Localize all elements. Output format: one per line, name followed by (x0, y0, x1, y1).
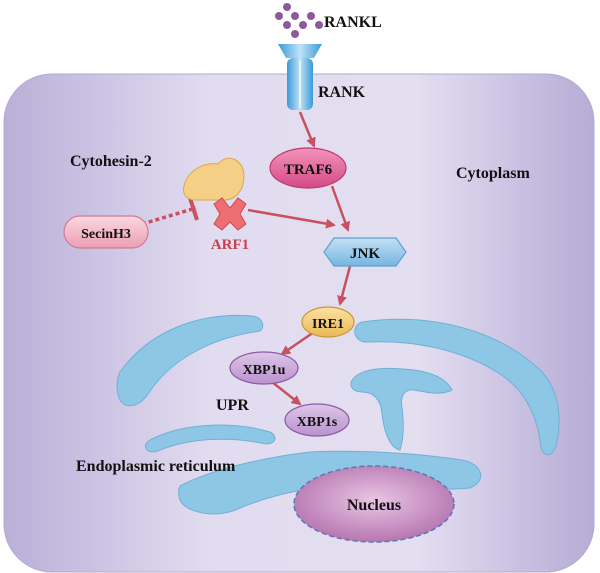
upr-label: UPR (216, 397, 249, 414)
cytoplasm-label: Cytoplasm (456, 165, 530, 182)
traf6-node (269, 147, 347, 189)
jnk-label: JNK (350, 246, 380, 262)
xbp1s-label: XBP1s (297, 415, 338, 430)
traf6-label: TRAF6 (284, 162, 333, 178)
xbp1s-node (284, 403, 350, 437)
rank-receptor-icon (278, 44, 322, 110)
arf1-label: ARF1 (211, 237, 249, 253)
rank-label: RANK (318, 84, 366, 101)
arf1-shape (213, 197, 247, 231)
cytohesin-2-label: Cytohesin-2 (70, 153, 152, 170)
endoplasmic-reticulum-label: Endoplasmic reticulum (76, 458, 236, 475)
inhibition-marker (141, 197, 199, 226)
arrow-arf1-to-jnk (247, 208, 336, 229)
arrow-traf6-to-jnk (330, 185, 350, 232)
secinh3-label: SecinH3 (81, 227, 131, 242)
nucleus-shape (293, 465, 455, 543)
jnk-node (323, 237, 407, 267)
rankl-label: RANKL (324, 14, 382, 31)
pathway-arrows (247, 111, 352, 406)
nucleus-label: Nucleus (347, 497, 401, 514)
arrow-rank-to-traf6 (298, 111, 316, 148)
xbp1u-node (229, 351, 299, 385)
xbp1u-label: XBP1u (243, 363, 286, 378)
arrow-xbp1u-to-xbp1s (271, 381, 302, 406)
ire1-node (301, 306, 355, 338)
cytohesin-2-shape (183, 157, 245, 201)
rankl-ligand-dots (275, 3, 323, 38)
ire1-label: IRE1 (312, 317, 344, 332)
arrow-ire1-to-xbp1u (280, 330, 315, 356)
arrow-jnk-to-ire1 (337, 265, 352, 306)
secinh3-pill (63, 215, 149, 249)
